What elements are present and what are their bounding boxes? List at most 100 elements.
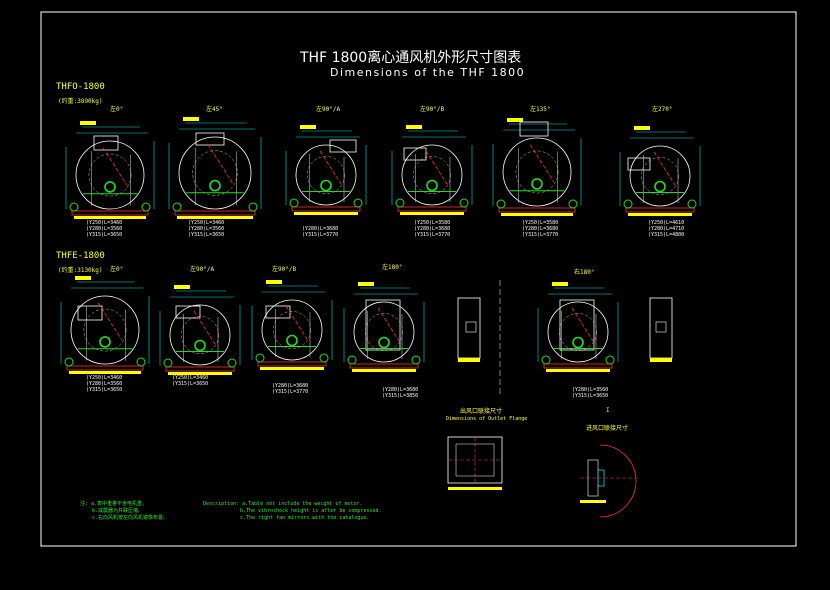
drawing-title-en: Dimensions of the THF 1800 (330, 66, 526, 79)
fan-drawing-base-bar (400, 212, 464, 215)
fan-drawing-motor (426, 179, 438, 192)
fan-drawing-isolator (496, 199, 506, 209)
fan-drawing-base-bar (294, 212, 358, 215)
fan-drawing-base (71, 210, 149, 216)
g1-v1-caption: (Y250)L=3460 (Y280)L=3560 (Y315)L=3650 (86, 220, 123, 238)
fan-drawing-impeller (307, 156, 345, 194)
fan-drawing-casing (75, 140, 145, 210)
fan-drawing-outlet (195, 132, 225, 146)
g1-view-3-label: 左90°/A (316, 106, 341, 113)
outlet-flange-title-cn: 出风口联接尺寸 (460, 408, 503, 415)
fan-drawing-isolator (289, 198, 299, 208)
fan-drawing-isolator (69, 202, 79, 212)
fan-drawing-base-bar (260, 367, 324, 370)
fan-drawing-isolator (353, 198, 363, 208)
fan-drawing-dim-label (634, 126, 650, 130)
fan-drawing-dim-label (507, 118, 523, 122)
drawing-title-cn: THF 1800离心通风机外形尺寸图表 (300, 50, 522, 66)
fan-drawing-motor (572, 336, 584, 349)
fan-drawing-base (543, 363, 613, 369)
fan-drawing-motor (320, 179, 332, 192)
fan-drawing-casing (261, 299, 323, 361)
fan-drawing-outlet (559, 299, 595, 351)
fan-drawing-dim-label (552, 282, 568, 286)
g1-view-1-label: 左0° (110, 106, 124, 113)
side-view-right-base (650, 358, 672, 362)
inlet-section-mark: I (606, 407, 610, 414)
fan-drawing-impeller (641, 157, 679, 195)
fan-drawing-centerline (102, 147, 128, 186)
fan-drawing-outlet (519, 121, 549, 137)
fan-drawing-impeller (515, 150, 559, 194)
fan-drawing-motor (99, 336, 111, 348)
side-view-right-hub (655, 321, 667, 333)
fan-drawing-base (257, 361, 327, 367)
fan-drawing-outlet (175, 305, 201, 319)
fan-drawing-impeller (273, 311, 311, 349)
g2-v1-caption: (Y250)L=3460 (Y280)L=3560 (Y315)L=3650 (86, 375, 123, 393)
fan-drawing-base-bar (168, 372, 232, 375)
fan-drawing-isolator (687, 199, 697, 209)
outlet-flange-dim (448, 487, 502, 490)
fan-drawing-base-bar (177, 216, 253, 219)
fan-drawing-dim-label (80, 121, 96, 125)
fan-drawing-base (397, 206, 467, 212)
fan-drawing-isolator (227, 358, 237, 368)
g1-view-2-label: 左45° (206, 106, 223, 113)
fan-drawing-dim-label (300, 125, 316, 129)
fan-drawing-motor (286, 334, 298, 347)
fan-drawing-outlet (329, 139, 357, 153)
notes-en: Description: a.Table not include the wei… (203, 501, 382, 521)
fan-drawing-casing (353, 301, 415, 363)
fan-drawing-motor (194, 339, 206, 352)
g1-v5-caption: (Y250)L=3580 (Y280)L=3680 (Y315)L=3770 (522, 220, 559, 238)
fan-drawing-isolator (172, 202, 182, 212)
inlet-flange-title-cn: 进风口联接尺寸 (586, 425, 629, 432)
fan-drawing-casing (502, 137, 572, 207)
fan-drawing-isolator (347, 355, 357, 365)
fan-drawing-base (174, 210, 256, 216)
fan-drawing-base-bar (501, 213, 573, 216)
g1-view-5-label: 左135° (530, 106, 551, 113)
fan-drawing-base (66, 365, 144, 371)
g2-v5-caption: (Y280)L=3560 (Y315)L=3650 (572, 387, 609, 399)
fan-drawing-isolator (255, 353, 265, 363)
fan-drawing-dim-label (183, 117, 199, 121)
group-2-weight: (约重:3130kg) (58, 267, 103, 274)
g1-v4-caption: (Y250)L=3580 (Y280)L=3680 (Y315)L=3770 (414, 220, 451, 238)
fan-drawing-outlet (265, 305, 291, 319)
group-1-weight: (约重:3890kg) (58, 98, 103, 105)
fan-drawing-isolator (64, 357, 74, 367)
fan-drawing-centerline (285, 305, 308, 340)
g1-v3-caption: (Y280)L=3680 (Y315)L=3770 (302, 226, 339, 238)
fan-drawing-isolator (459, 198, 469, 208)
fan-drawing-isolator (541, 355, 551, 365)
side-view-left-hub (465, 321, 477, 333)
fan-drawing-isolator (248, 202, 258, 212)
fan-drawing-base (349, 363, 419, 369)
g1-view-4-label: 左90°/B (420, 106, 445, 113)
sheet-frame (40, 11, 797, 547)
fan-drawing-isolator (395, 198, 405, 208)
fan-drawing-motor (378, 336, 390, 349)
fan-drawing-base (291, 206, 361, 212)
fan-drawing-centerline (377, 307, 400, 342)
fan-drawing-base (498, 207, 576, 213)
fan-drawing-centerline (653, 151, 676, 186)
side-view-right (649, 297, 673, 359)
fan-drawing-dim-label (75, 276, 91, 280)
fan-drawing-dim-label (358, 282, 374, 286)
fan-drawing-isolator (568, 199, 578, 209)
fan-drawing-dim-label (174, 285, 190, 289)
fan-drawing-impeller (559, 313, 597, 351)
fan-drawing-impeller (192, 150, 238, 196)
fan-drawing-motor (209, 179, 221, 192)
fan-drawing-impeller (413, 156, 451, 194)
g2-view-3-label: 左90°/B (272, 266, 297, 273)
g2-view-5-label: 右180° (574, 269, 595, 276)
inlet-flange-dim (580, 500, 606, 503)
fan-drawing-base-bar (74, 216, 146, 219)
group-2-code: THFE-1800 (56, 251, 105, 261)
